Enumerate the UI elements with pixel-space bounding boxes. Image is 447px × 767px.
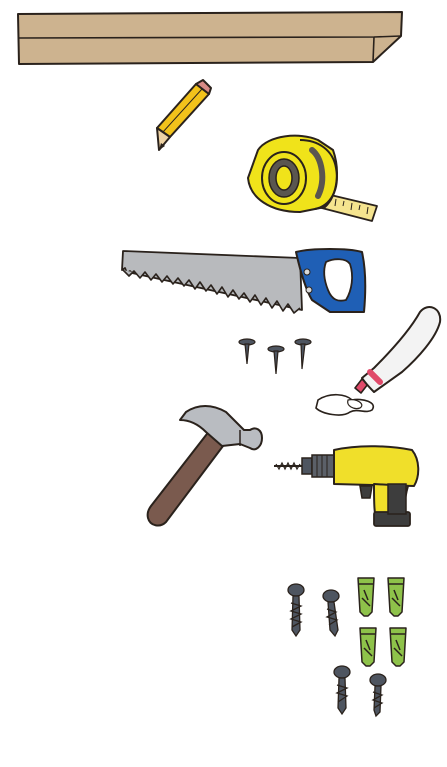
- wooden-plank-icon: [17, 11, 403, 65]
- power-drill-icon: [274, 445, 420, 527]
- pencil-icon: [156, 79, 212, 151]
- hammer-icon: [146, 405, 263, 527]
- nails-icon: [238, 338, 312, 375]
- screws-icon: [287, 583, 387, 718]
- glue-bottle-icon: [315, 306, 442, 416]
- tape-measure-icon: [247, 134, 378, 222]
- wall-anchors-icon: [357, 577, 407, 667]
- hand-saw-icon: [121, 248, 367, 314]
